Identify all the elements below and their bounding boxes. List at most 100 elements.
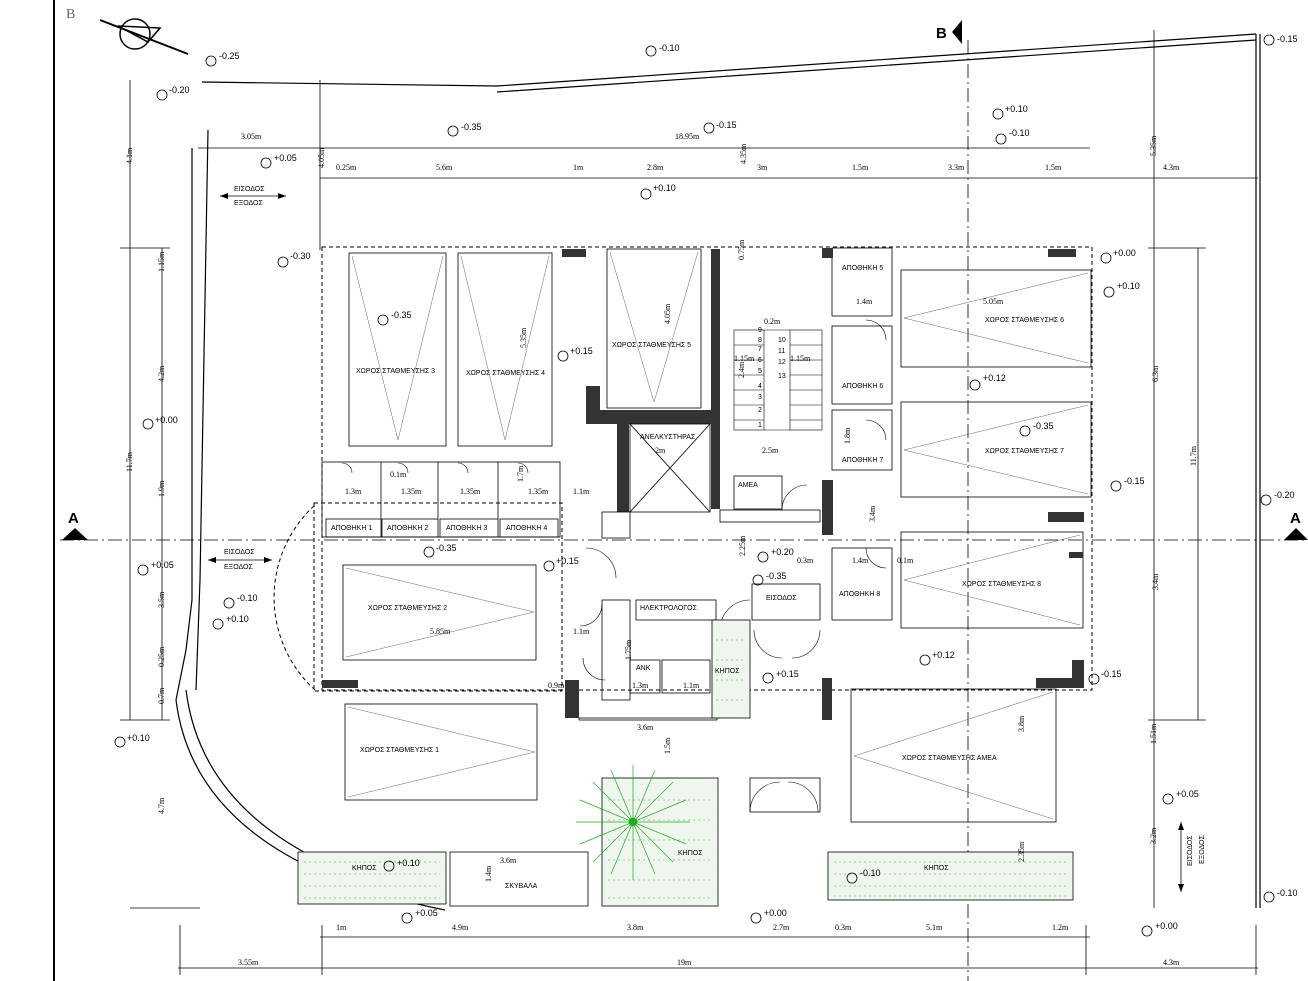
storage-8-label: ΑΠΟΘΗΚΗ 8 bbox=[839, 591, 880, 598]
svg-text:2.7m: 2.7m bbox=[773, 923, 790, 932]
parking-space-6: ΧΩΡΟΣ ΣΤΑΘΜΕΥΣΗΣ 6 bbox=[900, 269, 1092, 368]
svg-text:5.85m: 5.85m bbox=[430, 627, 451, 636]
svg-text:+0.00: +0.00 bbox=[1113, 248, 1136, 258]
svg-text:+0.10: +0.10 bbox=[1117, 281, 1140, 291]
svg-text:B: B bbox=[936, 25, 947, 42]
garden-label-2: ΚΗΠΟΣ bbox=[678, 850, 703, 857]
dimension-labels: 3.05m 18.95m 0.25m 5.6m 1m 2.8m 3m 1.5m … bbox=[125, 132, 1198, 967]
svg-text:0.25m: 0.25m bbox=[157, 646, 166, 667]
svg-text:1.35m: 1.35m bbox=[401, 487, 422, 496]
svg-text:ΧΩΡΟΣ ΣΤΑΘΜΕΥΣΗΣ 2: ΧΩΡΟΣ ΣΤΑΘΜΕΥΣΗΣ 2 bbox=[368, 605, 447, 612]
stair-step-6: 6 bbox=[758, 357, 762, 364]
svg-text:+0.00: +0.00 bbox=[155, 415, 178, 425]
svg-text:3.6m: 3.6m bbox=[637, 723, 654, 732]
svg-text:0.25m: 0.25m bbox=[336, 163, 357, 172]
svg-text:-0.10: -0.10 bbox=[1277, 888, 1298, 898]
svg-text:0.1m: 0.1m bbox=[390, 470, 407, 479]
stair-step-11: 11 bbox=[778, 348, 785, 355]
entry-exit-marker-2: ΕΙΣΟΔΟΣ ΕΞΟΔΟΣ bbox=[208, 549, 272, 571]
svg-text:4.2m: 4.2m bbox=[157, 365, 166, 382]
svg-text:1.7m: 1.7m bbox=[516, 465, 525, 482]
staircase bbox=[733, 329, 823, 431]
svg-text:-0.35: -0.35 bbox=[1033, 421, 1054, 431]
level-labels: -0.25 -0.10 -0.15 -0.20 -0.35 -0.15 +0.1… bbox=[127, 34, 1298, 931]
svg-text:19m: 19m bbox=[677, 958, 692, 967]
svg-text:1m: 1m bbox=[573, 163, 584, 172]
svg-text:ΕΞΟΔΟΣ: ΕΞΟΔΟΣ bbox=[234, 200, 263, 207]
north-arrow: B bbox=[66, 7, 189, 55]
garden-label-4: ΚΗΠΟΣ bbox=[924, 865, 949, 872]
svg-text:1m: 1m bbox=[336, 923, 347, 932]
dimension-lines bbox=[120, 30, 1258, 975]
svg-text:ΕΙΣΟΔΟΣ: ΕΙΣΟΔΟΣ bbox=[224, 549, 255, 556]
svg-text:1.1m: 1.1m bbox=[573, 487, 590, 496]
svg-text:-0.10: -0.10 bbox=[659, 43, 680, 53]
svg-text:0.75m: 0.75m bbox=[737, 239, 746, 260]
svg-text:-0.25: -0.25 bbox=[219, 51, 240, 61]
svg-text:5.35m: 5.35m bbox=[1149, 135, 1158, 156]
svg-text:4.05m: 4.05m bbox=[663, 303, 672, 324]
storage-6-label: ΑΠΟΘΗΚΗ 6 bbox=[842, 383, 883, 390]
svg-text:ΧΩΡΟΣ ΣΤΑΘΜΕΥΣΗΣ 1: ΧΩΡΟΣ ΣΤΑΘΜΕΥΣΗΣ 1 bbox=[360, 747, 439, 754]
svg-text:-0.35: -0.35 bbox=[766, 571, 787, 581]
svg-text:3.05m: 3.05m bbox=[241, 132, 262, 141]
svg-text:+0.10: +0.10 bbox=[1005, 104, 1028, 114]
svg-text:+0.05: +0.05 bbox=[274, 153, 297, 163]
svg-text:1.8m: 1.8m bbox=[843, 427, 852, 444]
svg-text:3.4m: 3.4m bbox=[868, 505, 877, 522]
svg-text:ΕΞΟΔΟΣ: ΕΞΟΔΟΣ bbox=[1199, 835, 1206, 864]
svg-text:+0.00: +0.00 bbox=[1155, 921, 1178, 931]
storage-1-label: ΑΠΟΘΗΚΗ 1 bbox=[331, 525, 372, 532]
storage-5-label: ΑΠΟΘΗΚΗ 5 bbox=[842, 265, 883, 272]
storage-2-label: ΑΠΟΘΗΚΗ 2 bbox=[387, 525, 428, 532]
section-marker-a-left: A bbox=[62, 510, 88, 540]
svg-text:1.35m: 1.35m bbox=[460, 487, 481, 496]
svg-text:4.9m: 4.9m bbox=[452, 923, 469, 932]
svg-text:11.7m: 11.7m bbox=[1189, 445, 1198, 466]
svg-text:3.2m: 3.2m bbox=[1149, 827, 1158, 844]
svg-text:+0.12: +0.12 bbox=[983, 373, 1006, 383]
svg-text:0.3m: 0.3m bbox=[835, 923, 852, 932]
svg-text:3.55m: 3.55m bbox=[238, 958, 259, 967]
north-letter: B bbox=[66, 7, 75, 22]
svg-text:+0.10: +0.10 bbox=[397, 858, 420, 868]
svg-text:1.5m: 1.5m bbox=[852, 163, 869, 172]
svg-text:1.4m: 1.4m bbox=[484, 865, 493, 882]
svg-text:1.1m: 1.1m bbox=[683, 681, 700, 690]
svg-text:2.5m: 2.5m bbox=[762, 446, 779, 455]
svg-text:-0.15: -0.15 bbox=[1124, 476, 1145, 486]
svg-text:2.35m: 2.35m bbox=[1017, 841, 1026, 862]
svg-text:ΧΩΡΟΣ ΣΤΑΘΜΕΥΣΗΣ 3: ΧΩΡΟΣ ΣΤΑΘΜΕΥΣΗΣ 3 bbox=[356, 368, 435, 375]
stair-step-2: 2 bbox=[758, 407, 762, 414]
svg-text:ΧΩΡΟΣ ΣΤΑΘΜΕΥΣΗΣ 4: ΧΩΡΟΣ ΣΤΑΘΜΕΥΣΗΣ 4 bbox=[466, 370, 545, 377]
svg-text:-0.35: -0.35 bbox=[436, 543, 457, 553]
svg-text:ΧΩΡΟΣ ΣΤΑΘΜΕΥΣΗΣ 5: ΧΩΡΟΣ ΣΤΑΘΜΕΥΣΗΣ 5 bbox=[612, 342, 691, 349]
svg-text:+0.05: +0.05 bbox=[1176, 789, 1199, 799]
svg-text:1.15m: 1.15m bbox=[790, 354, 811, 363]
parking-space-amea: ΧΩΡΟΣ ΣΤΑΘΜΕΥΣΗΣ ΑΜΕΑ bbox=[850, 688, 1057, 823]
svg-text:0.3m: 0.3m bbox=[797, 556, 814, 565]
svg-text:+0.10: +0.10 bbox=[226, 614, 249, 624]
svg-text:-0.20: -0.20 bbox=[1274, 490, 1295, 500]
storage-right-block bbox=[831, 247, 893, 621]
svg-text:1.5m: 1.5m bbox=[1045, 163, 1062, 172]
svg-text:2m: 2m bbox=[655, 446, 666, 455]
stair-step-7: 7 bbox=[758, 346, 762, 353]
svg-text:6.3m: 6.3m bbox=[1151, 365, 1160, 382]
svg-text:1.3m: 1.3m bbox=[632, 681, 649, 690]
svg-text:A: A bbox=[68, 510, 79, 527]
svg-text:18.95m: 18.95m bbox=[675, 132, 700, 141]
svg-text:ΧΩΡΟΣ ΣΤΑΘΜΕΥΣΗΣ 7: ΧΩΡΟΣ ΣΤΑΘΜΕΥΣΗΣ 7 bbox=[985, 448, 1064, 455]
svg-text:-0.20: -0.20 bbox=[169, 85, 190, 95]
section-marker-a-right: A bbox=[1284, 510, 1308, 540]
svg-text:1.4m: 1.4m bbox=[856, 297, 873, 306]
garden-label-1: ΚΗΠΟΣ bbox=[352, 865, 377, 872]
garden-label-3: ΚΗΠΟΣ bbox=[715, 668, 740, 675]
svg-text:1.1m: 1.1m bbox=[573, 627, 590, 636]
svg-text:4.3m: 4.3m bbox=[1163, 163, 1180, 172]
stair-step-9: 9 bbox=[758, 327, 762, 334]
svg-text:3.8m: 3.8m bbox=[1017, 715, 1026, 732]
svg-text:1.5m: 1.5m bbox=[663, 737, 672, 754]
parking-space-1: ΧΩΡΟΣ ΣΤΑΘΜΕΥΣΗΣ 1 bbox=[344, 703, 538, 801]
